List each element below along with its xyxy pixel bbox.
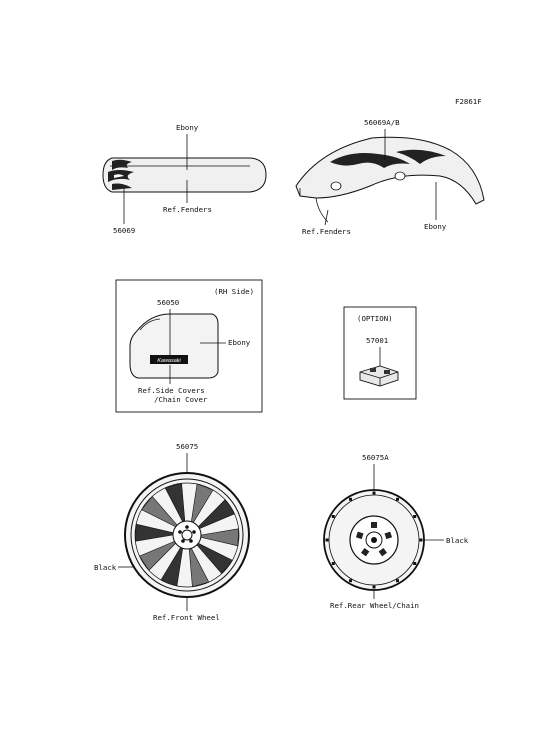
option-part-no: 57001 bbox=[366, 336, 388, 345]
option-header: (OPTION) bbox=[357, 314, 393, 323]
rear-wheel-sprocket bbox=[355, 522, 393, 557]
sprocket-slot bbox=[360, 547, 370, 557]
rim-mark bbox=[331, 562, 335, 565]
front-wheel-ref-label: Ref.Front Wheel bbox=[153, 613, 220, 622]
side-cover-color-label: Ebony bbox=[228, 338, 251, 347]
rim-mark bbox=[372, 585, 376, 589]
front-wheel bbox=[124, 472, 250, 598]
rim-mark bbox=[349, 579, 352, 583]
rim-mark bbox=[413, 515, 417, 518]
kawasaki-badge-text: Kawasaki bbox=[157, 358, 181, 364]
rim-mark bbox=[349, 497, 352, 501]
front-wheel-color-label: Black bbox=[94, 563, 117, 572]
rim-mark bbox=[396, 497, 399, 501]
rear-fender bbox=[295, 136, 485, 223]
side-cover-ref-line2: /Chain Cover bbox=[154, 395, 208, 404]
rim-mark bbox=[372, 491, 376, 495]
sprocket-slot bbox=[378, 547, 388, 557]
flame-decal bbox=[108, 159, 134, 190]
option-frame bbox=[343, 306, 417, 400]
rim-mark bbox=[325, 538, 329, 542]
front-wheel-spokes bbox=[135, 482, 239, 588]
front-wheel-part-no: 56075 bbox=[176, 442, 198, 451]
side-cover: Kawasaki bbox=[129, 313, 219, 379]
sprocket-slot bbox=[355, 531, 364, 540]
front-fender-part-no: 56069 bbox=[113, 226, 135, 235]
rear-wheel-rim-marks bbox=[325, 491, 423, 589]
rear-wheel-color-label: Black bbox=[446, 536, 469, 545]
side-cover-part-no: 56050 bbox=[157, 298, 179, 307]
option-part-illustration bbox=[359, 365, 399, 387]
figure-id: F2861F bbox=[455, 97, 482, 106]
kawasaki-badge bbox=[150, 355, 188, 364]
side-cover-frame bbox=[115, 279, 263, 413]
rim-mark bbox=[396, 579, 399, 583]
front-fender bbox=[102, 157, 267, 193]
rim-mark bbox=[419, 538, 423, 542]
rear-fender-color-label: Ebony bbox=[424, 222, 447, 231]
side-cover-side-label: (RH Side) bbox=[214, 287, 254, 296]
front-fender-color-label: Ebony bbox=[176, 123, 199, 132]
front-fender-ref-label: Ref.Fenders bbox=[163, 205, 212, 214]
rear-wheel bbox=[323, 489, 425, 591]
sprocket-slot bbox=[371, 522, 377, 528]
rim-mark bbox=[413, 562, 417, 565]
rear-fender-ref-label: Ref.Fenders bbox=[302, 227, 351, 236]
rear-wheel-part-no: 56075A bbox=[362, 453, 389, 462]
rear-fender-part-no: 56069A/B bbox=[364, 118, 400, 127]
rim-mark bbox=[331, 515, 335, 518]
sprocket-slot bbox=[384, 531, 393, 540]
side-cover-ref-line1: Ref.Side Covers bbox=[138, 386, 205, 395]
rear-wheel-ref-label: Ref.Rear Wheel/Chain bbox=[330, 601, 419, 610]
